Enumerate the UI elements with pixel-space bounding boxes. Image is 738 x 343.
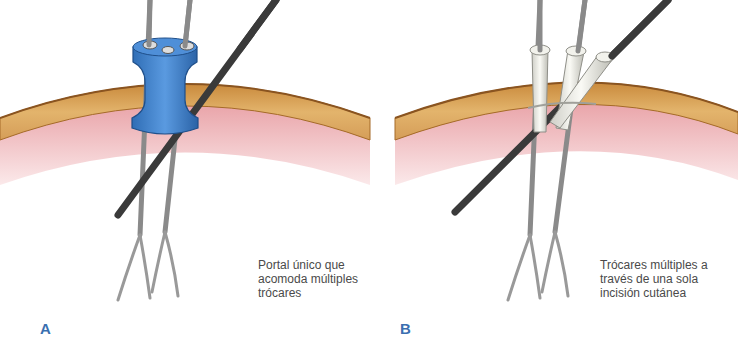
panel-letter: B: [400, 322, 430, 336]
caption-note: Trócares múltiples a través de una sola …: [600, 258, 730, 300]
caption-note: Portal único que acomoda múltiples tróca…: [258, 258, 376, 300]
trocars: [528, 45, 614, 132]
panel-letter: A: [40, 322, 70, 336]
instruments: [455, 0, 668, 300]
instruments: [118, 0, 276, 300]
instrument-shafts: [149, 0, 276, 49]
instrument-shafts: [540, 0, 668, 56]
single-port: [132, 38, 198, 134]
